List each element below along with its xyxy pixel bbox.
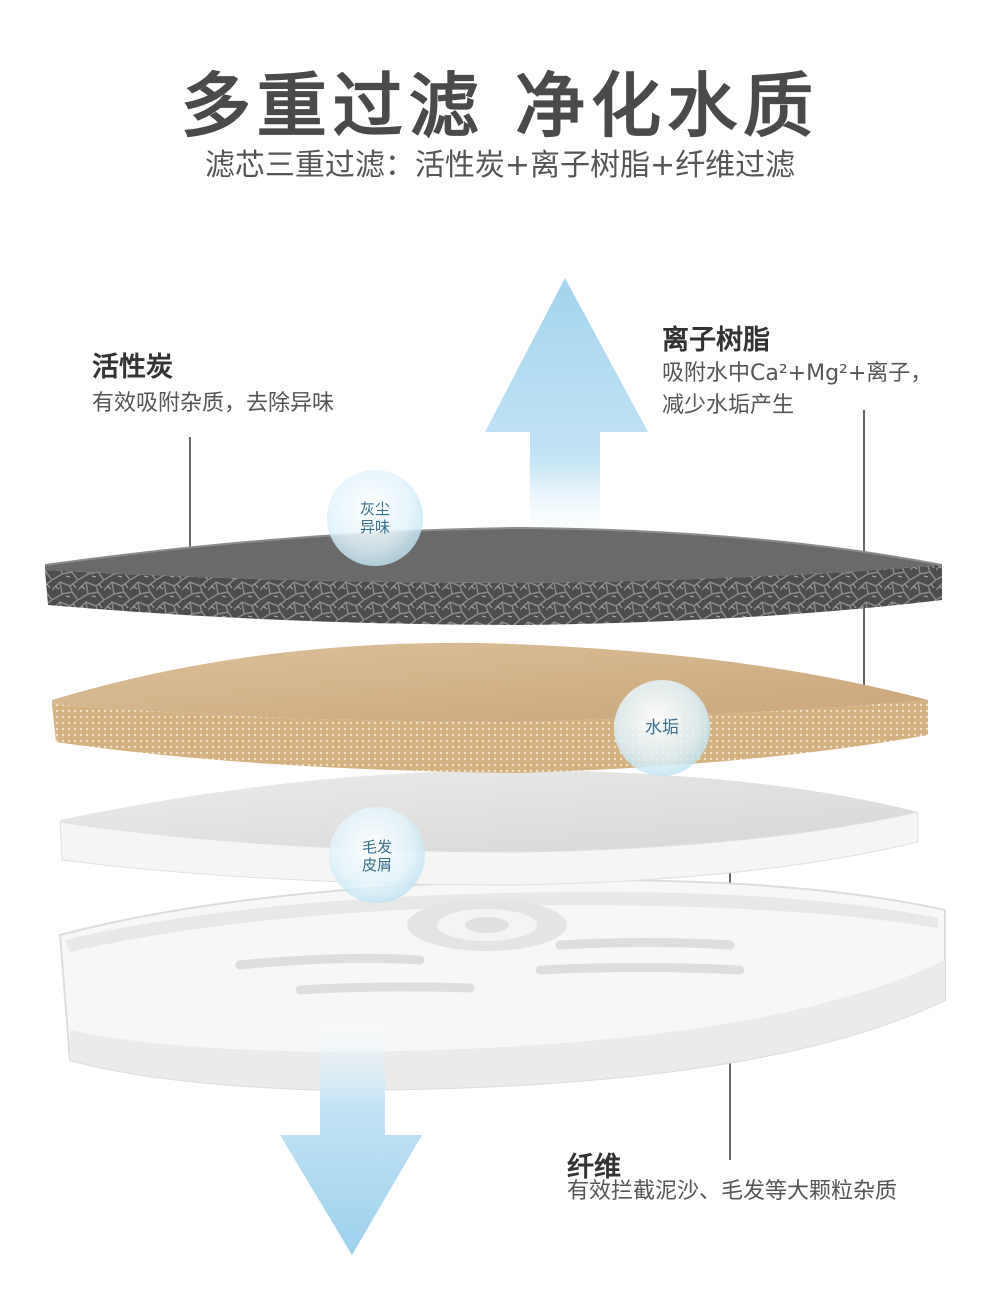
fiber-layer [59, 770, 919, 886]
activated-carbon-layer [44, 526, 943, 625]
scale-bubble-text: 水垢 [645, 718, 679, 738]
ion-resin-layer [52, 642, 928, 773]
base-tray [58, 878, 946, 1092]
resin-title: 离子树脂 [662, 325, 770, 356]
fiber-title: 纤维 [567, 1152, 621, 1183]
water-flow-down-arrow [280, 1020, 422, 1255]
hair-label: 毛发 [361, 838, 392, 856]
resin-desc-line1: 吸附水中Ca²+Mg²+离子， [662, 361, 933, 386]
carbon-title: 活性炭 [92, 352, 173, 383]
resin-desc-line2: 减少水垢产生 [662, 393, 795, 418]
hair-dander-bubble-text: 毛发 皮屑 [347, 838, 407, 874]
water-flow-up-arrow [485, 278, 648, 540]
carbon-desc: 有效吸附杂质，去除异味 [92, 391, 335, 416]
dust-label: 灰尘 [359, 500, 390, 518]
fiber-desc: 有效拦截泥沙、毛发等大颗粒杂质 [567, 1179, 898, 1204]
dander-label: 皮屑 [361, 856, 392, 874]
odor-label: 异味 [359, 518, 390, 536]
dust-odor-bubble-text: 灰尘 异味 [345, 500, 405, 536]
scale-bubble [614, 680, 710, 776]
dust-odor-bubble [327, 470, 423, 566]
page-title: 多重过滤 净化水质 [180, 65, 820, 147]
hair-dander-bubble [329, 807, 425, 903]
page-subtitle: 滤芯三重过滤：活性炭+离子树脂+纤维过滤 [204, 148, 796, 183]
